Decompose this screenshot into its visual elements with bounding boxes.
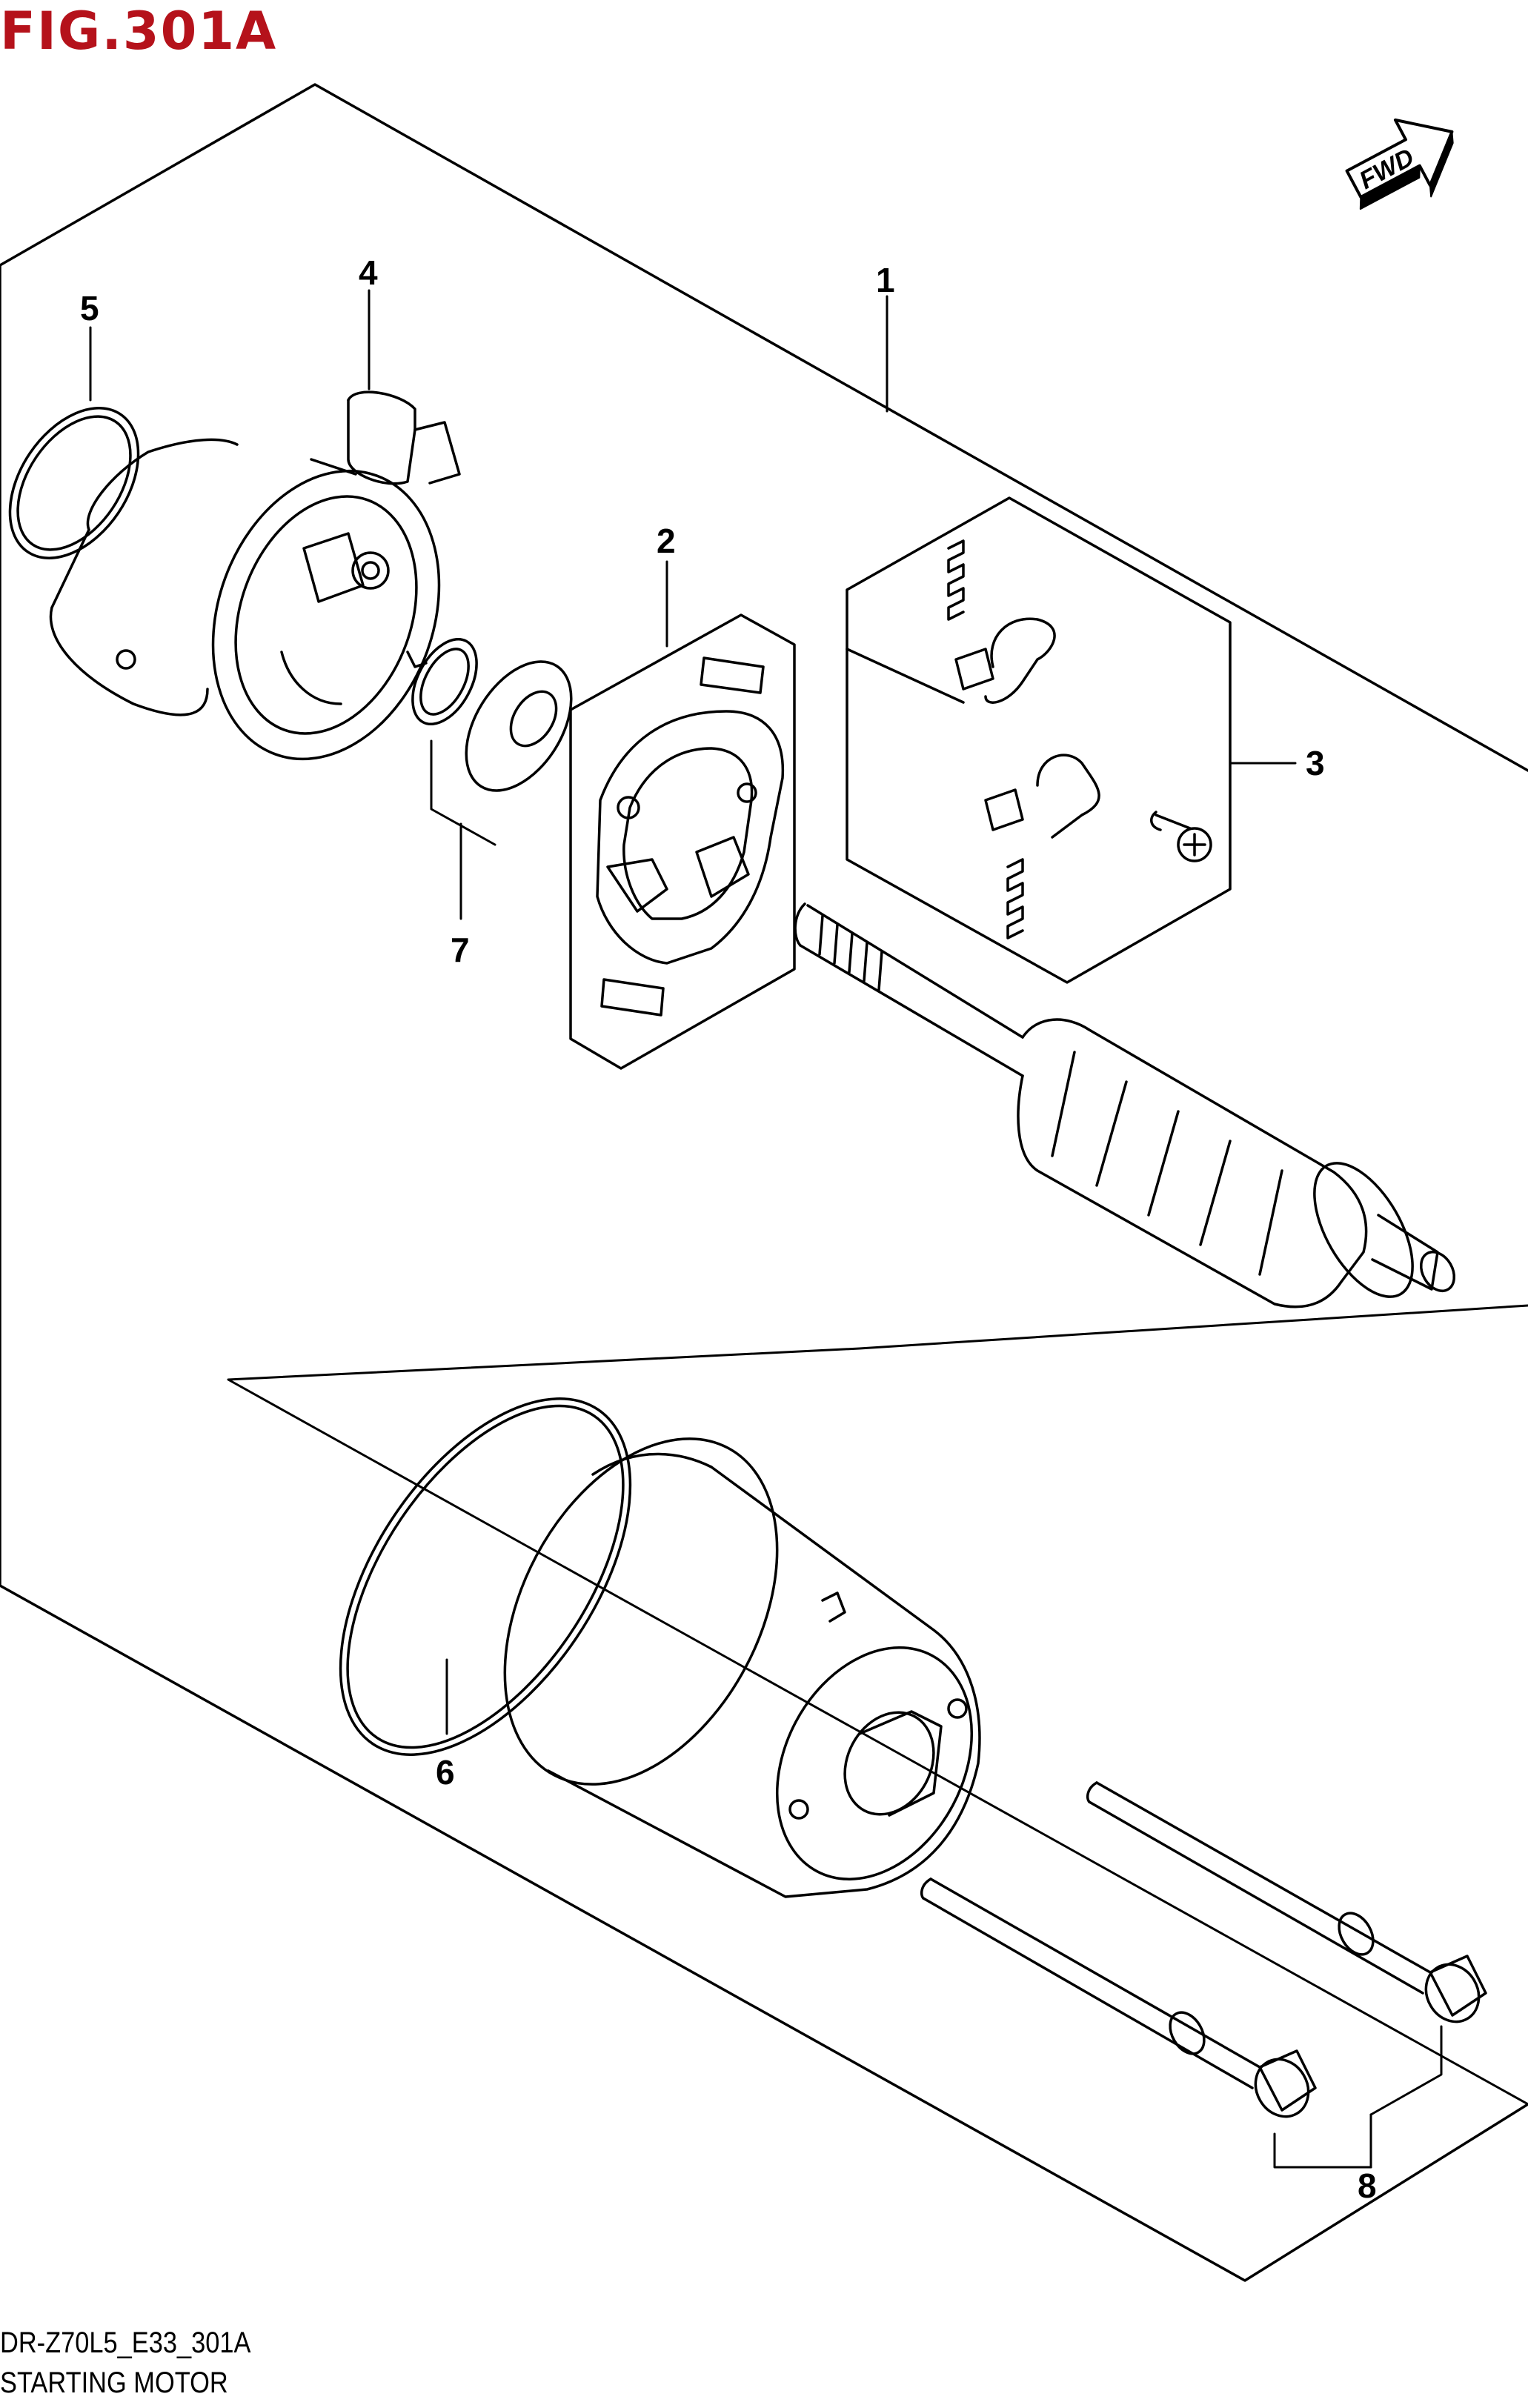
callout-5: 5 [80, 289, 99, 327]
callout-labels: 1 2 3 4 5 6 7 8 [80, 253, 1377, 2205]
leader-lines [89, 289, 1443, 2169]
callout-7: 7 [451, 931, 470, 969]
callout-1: 1 [876, 261, 895, 299]
brush-holder-plate [569, 613, 796, 1070]
callout-2: 2 [657, 522, 676, 560]
o-ring-6 [339, 1397, 632, 1756]
washer-set-7 [411, 637, 573, 792]
long-screw-upper [1086, 1781, 1487, 2023]
long-screw-lower [920, 1877, 1317, 2118]
callout-8: 8 [1358, 2166, 1377, 2205]
fwd-arrow-indicator: FWD [1345, 118, 1454, 210]
armature [794, 902, 1456, 1308]
o-ring-5 [8, 407, 140, 559]
figure-code: DR-Z70L5_E33_301A [0, 2326, 251, 2359]
callout-4: 4 [359, 253, 378, 292]
callout-6: 6 [436, 1753, 455, 1792]
callout-3: 3 [1306, 744, 1325, 782]
figure-title: FIG.301A [0, 1, 278, 61]
figure-name: STARTING MOTOR [0, 2367, 228, 2399]
assembly-outline [0, 83, 1528, 2282]
brush-kit-box [846, 496, 1232, 984]
yoke-housing [503, 1437, 981, 1898]
end-cover [49, 390, 461, 761]
